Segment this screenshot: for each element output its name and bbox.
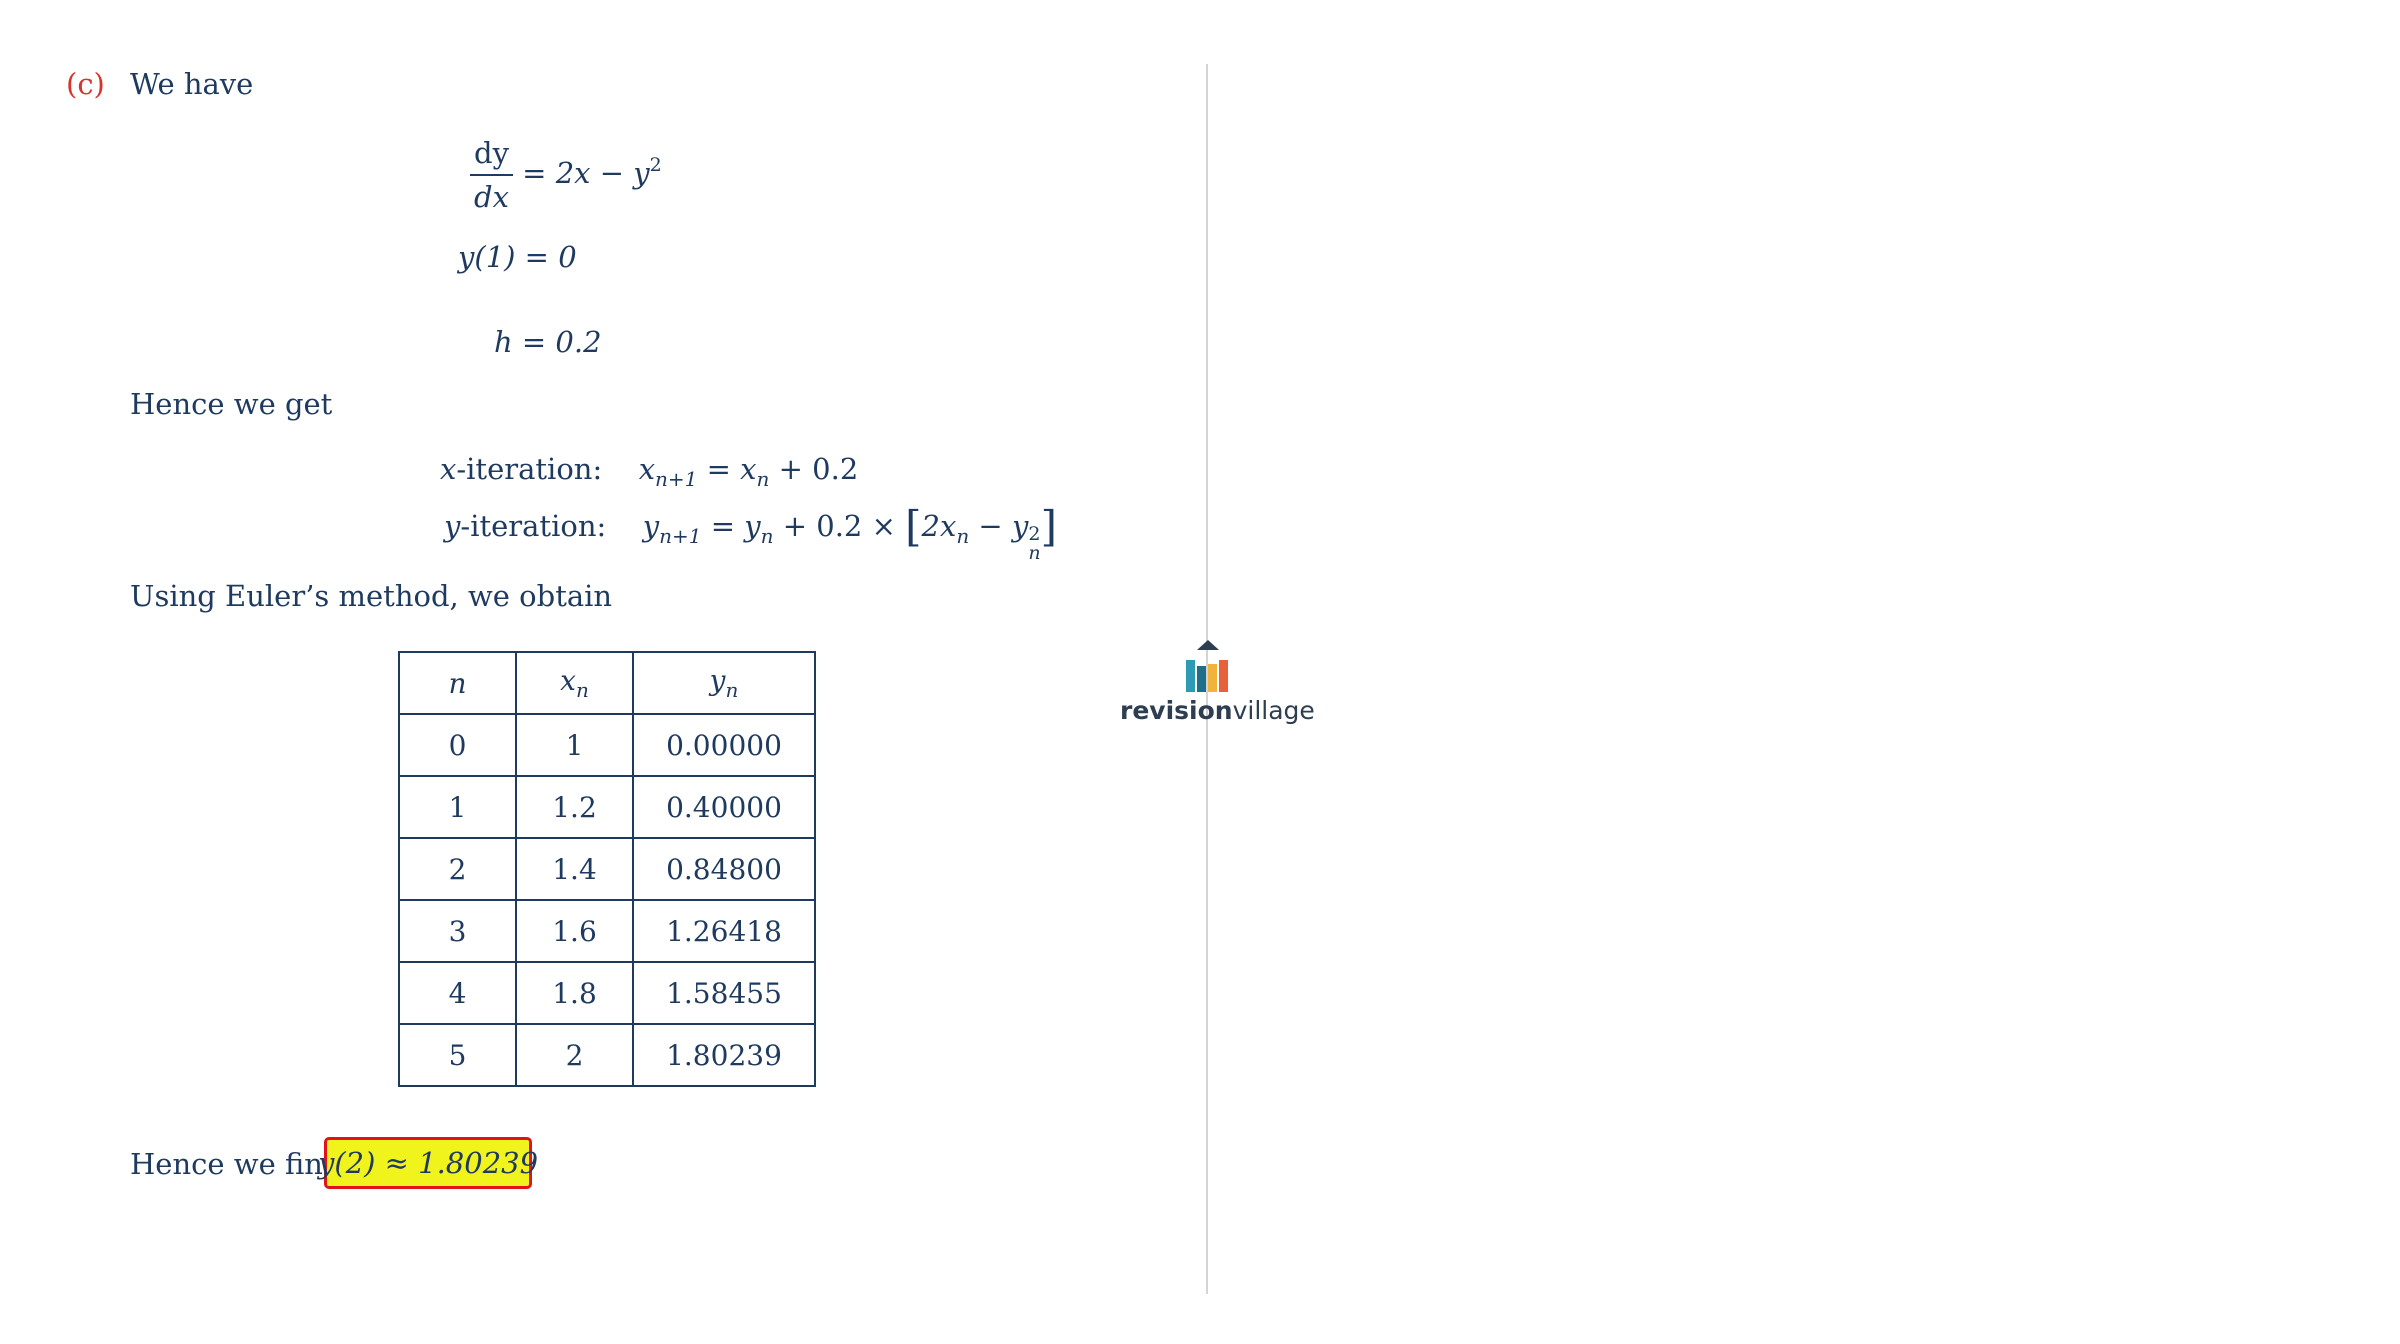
part-label: (c) xyxy=(66,67,105,101)
x-iteration: x-iteration: xn+1 = xn + 0.2 xyxy=(440,452,858,491)
table-row: 2 1.4 0.84800 xyxy=(398,837,816,901)
x-iteration-rhs-sub: n xyxy=(756,467,770,491)
cell-yn: 1.26418 xyxy=(632,899,816,963)
final-answer: y(2) ≈ 1.80239 xyxy=(317,1146,539,1180)
y-iteration-open-bracket: [ xyxy=(905,502,922,551)
header-n: n xyxy=(398,651,517,715)
y-iteration-rhs: y xyxy=(744,509,761,543)
cell-yn: 0.40000 xyxy=(632,775,816,839)
x-iteration-lhs-sub: n+1 xyxy=(655,467,698,491)
y-iteration-term-a-sub: n xyxy=(956,524,970,548)
hence-find-text: Hence we find xyxy=(130,1147,342,1181)
cell-yn: 1.80239 xyxy=(632,1023,816,1087)
table-row: 1 1.2 0.40000 xyxy=(398,775,816,839)
revision-village-logo: revisionvillage xyxy=(1120,636,1315,732)
cell-yn: 0.84800 xyxy=(632,837,816,901)
x-iteration-eq: = xyxy=(697,452,741,486)
derivative-denominator: dx xyxy=(474,180,509,214)
cell-xn: 1.4 xyxy=(515,837,634,901)
table-row: 5 2 1.80239 xyxy=(398,1023,816,1087)
y-iteration-lhs: y xyxy=(642,509,660,543)
cell-n: 3 xyxy=(398,899,517,963)
cell-n: 0 xyxy=(398,713,517,777)
derivative-fraction: dy dx xyxy=(470,136,513,214)
initial-condition: y(1) = 0 xyxy=(458,240,577,274)
y-iteration-rhs-sub: n xyxy=(760,524,774,548)
ode-rhs-exponent: 2 xyxy=(649,154,662,176)
y-iteration-term-b-sub: n xyxy=(1028,542,1041,564)
x-iteration-rhs: x xyxy=(740,452,757,486)
cell-yn: 1.58455 xyxy=(632,961,816,1025)
cell-xn: 1 xyxy=(515,713,634,777)
header-xn: xn xyxy=(515,651,634,715)
euler-table: n xn yn 0 1 0.00000 1 1.2 0.40000 2 1.4 … xyxy=(398,651,816,1087)
y-iteration-eq: = xyxy=(701,509,745,543)
x-iteration-increment: + 0.2 xyxy=(769,452,859,486)
ode-rhs: = 2x − y xyxy=(522,156,650,190)
cell-n: 4 xyxy=(398,961,517,1025)
ode-equation: dy dx = 2x − y2 xyxy=(470,136,662,214)
logo-wordmark: revisionvillage xyxy=(1120,696,1315,725)
hence-get-text: Hence we get xyxy=(130,387,333,421)
cell-n: 1 xyxy=(398,775,517,839)
y-iteration-term-a: 2x xyxy=(921,509,957,543)
logo-bars-icon xyxy=(1186,640,1228,692)
cell-n: 2 xyxy=(398,837,517,901)
y-iteration-close-bracket: ] xyxy=(1040,502,1057,551)
table-header-row: n xn yn xyxy=(398,651,816,715)
intro-text: We have xyxy=(130,67,254,101)
page-divider xyxy=(1206,64,1208,1294)
cell-xn: 2 xyxy=(515,1023,634,1087)
table-row: 0 1 0.00000 xyxy=(398,713,816,777)
derivative-numerator: dy xyxy=(470,136,513,176)
y-iteration-var: y xyxy=(444,509,461,543)
x-iteration-var: x xyxy=(440,452,457,486)
header-yn: yn xyxy=(632,651,816,715)
answer-highlight-box: y(2) ≈ 1.80239 xyxy=(318,1137,538,1189)
euler-text: Using Euler’s method, we obtain xyxy=(130,579,613,613)
y-iteration-term-b: y xyxy=(1011,509,1029,543)
y-iteration-term-b-sup: 2 xyxy=(1028,523,1041,545)
x-iteration-label: -iteration: xyxy=(456,452,603,486)
cell-yn: 0.00000 xyxy=(632,713,816,777)
y-iteration-lhs-sub: n+1 xyxy=(659,524,702,548)
cell-xn: 1.6 xyxy=(515,899,634,963)
y-iteration-label: -iteration: xyxy=(460,509,607,543)
y-iteration-step: + 0.2 × xyxy=(773,509,906,543)
x-iteration-lhs: x xyxy=(638,452,656,486)
cell-n: 5 xyxy=(398,1023,517,1087)
cell-xn: 1.8 xyxy=(515,961,634,1025)
table-row: 4 1.8 1.58455 xyxy=(398,961,816,1025)
table-row: 3 1.6 1.26418 xyxy=(398,899,816,963)
cell-xn: 1.2 xyxy=(515,775,634,839)
step-size: h = 0.2 xyxy=(494,325,602,359)
y-iteration-minus: − xyxy=(969,509,1012,543)
